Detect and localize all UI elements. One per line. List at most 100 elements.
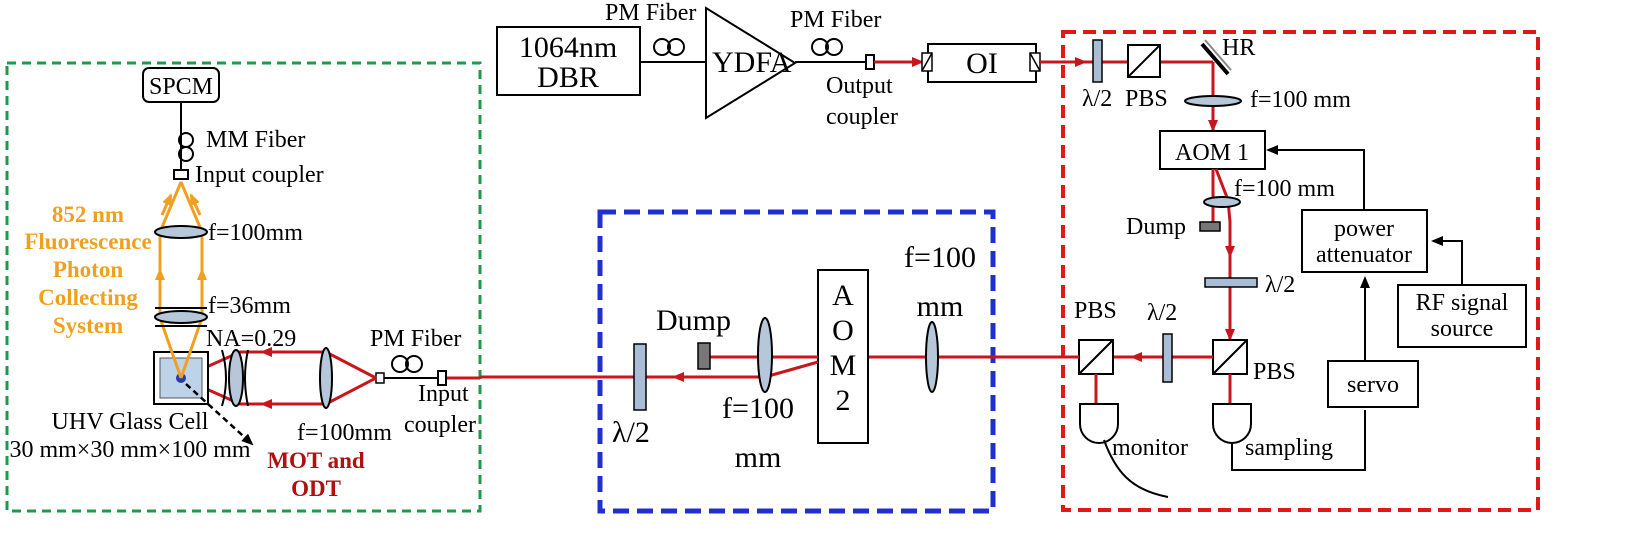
sampling-label: sampling — [1245, 435, 1333, 461]
dbr-laser-box: 1064nm DBR — [496, 26, 641, 96]
output-coupler — [865, 54, 875, 70]
aom2-label-a: A — [832, 279, 854, 312]
aom1-box: AOM 1 — [1159, 130, 1266, 170]
pm-fiber-label-1: PM Fiber — [605, 0, 696, 26]
aom2-label-o: O — [832, 314, 854, 347]
monitor-label: monitor — [1112, 435, 1188, 461]
ydfa-amplifier: YDFA — [705, 6, 797, 120]
beam-dump-blue — [697, 342, 711, 370]
fluorescence-collection-frame — [5, 61, 482, 513]
beam-collimator-upper — [181, 350, 377, 380]
beam-dump-red — [1199, 221, 1221, 232]
pm-fiber-loop-3 — [391, 355, 423, 373]
dbr-label-2: DBR — [537, 61, 599, 94]
pm-fiber-label-3: PM Fiber — [370, 326, 461, 352]
na-label: NA=0.29 — [206, 326, 296, 352]
pbs-left — [1078, 339, 1114, 375]
pbs-top — [1127, 44, 1161, 78]
high-na-objective — [221, 349, 249, 407]
aom1-label: AOM 1 — [1175, 140, 1249, 166]
fluorescence-label-1: 852 nm — [52, 202, 124, 227]
lens-f100-blue-top-label-1: f=100 — [904, 241, 976, 274]
power-control-frame — [1061, 30, 1540, 512]
rf-source-box: RF signal source — [1397, 284, 1527, 348]
half-wave-plate-red-low — [1162, 333, 1173, 383]
half-wave-plate-top — [1092, 39, 1103, 83]
sampling-to-servo-wire — [1231, 410, 1366, 471]
beam-aom2-first-order — [764, 360, 819, 379]
beam-aom1-first-order — [1214, 168, 1230, 201]
fluorescence-label-5: System — [53, 313, 123, 338]
output-coupler-label-2: coupler — [826, 104, 898, 130]
aom2-frame — [597, 209, 996, 514]
pm-fiber-loop-1 — [653, 38, 685, 56]
monitor-cable — [1103, 439, 1169, 498]
lens-f100-blue-top — [925, 321, 939, 393]
mot-label-2: ODT — [291, 476, 341, 501]
fiber-collimator — [375, 372, 385, 384]
aom2-box: A O M 2 — [817, 269, 869, 444]
input-coupler-low-label-1: Input — [418, 381, 469, 407]
monitor-detector — [1079, 403, 1119, 444]
uhv-cell-label-1: UHV Glass Cell — [52, 409, 209, 435]
lens-f100-blue-top-label-2: mm — [917, 290, 964, 323]
lens-f36-label: f=36mm — [208, 293, 291, 319]
pm-fiber-label-2: PM Fiber — [790, 7, 881, 33]
input-coupler-top — [173, 169, 189, 180]
power-attenuator-label-1: power — [1334, 216, 1394, 242]
dbr-label-1: 1064nm — [519, 31, 617, 64]
servo-box: servo — [1327, 360, 1419, 408]
dump-blue-label: Dump — [656, 304, 731, 337]
pbs-right — [1212, 339, 1248, 375]
optical-isolator: OI — [921, 43, 1041, 83]
lens-f36 — [154, 310, 208, 324]
fluorescence-label-3: Photon — [53, 257, 124, 282]
lens-f100-green-label: f=100mm — [208, 220, 303, 246]
hr-mirror — [1200, 42, 1230, 76]
pbs-right-label: PBS — [1253, 359, 1296, 385]
aom2-label-m: M — [830, 349, 857, 382]
half-wave-plate-blue — [633, 343, 647, 411]
lens-f100-green-low-label: f=100mm — [297, 420, 392, 446]
pbs-left-label: PBS — [1074, 298, 1117, 324]
input-coupler-low — [437, 370, 447, 386]
aom2-label-2: 2 — [836, 384, 851, 417]
lens-f100-blue-low-label-1: f=100 — [722, 392, 794, 425]
fluorescence-system-label: 852 nm Fluorescence Photon Collecting Sy… — [24, 202, 151, 338]
lens-f100-after-aom1 — [1203, 196, 1241, 208]
lens-f100-after-aom1-label: f=100 mm — [1234, 176, 1335, 202]
input-coupler-top-label: Input coupler — [195, 162, 324, 188]
beam-collimator-lower — [181, 376, 377, 406]
pbs-label-top: PBS — [1125, 86, 1168, 112]
input-coupler-low-label-2: coupler — [404, 412, 476, 438]
spcm-box: SPCM — [142, 67, 220, 103]
lens-f100-top — [1184, 95, 1242, 107]
rf-to-attenuator-wire — [1431, 236, 1463, 285]
power-attenuator-label-2: attenuator — [1316, 242, 1412, 268]
rf-source-label-1: RF signal — [1416, 290, 1509, 316]
servo-label: servo — [1347, 372, 1399, 398]
ydfa-label: YDFA — [712, 46, 792, 79]
mm-fiber-label: MM Fiber — [206, 127, 305, 153]
mm-fiber-loop — [178, 132, 194, 162]
hr-label: HR — [1222, 35, 1255, 61]
output-coupler-label-1: Output — [826, 73, 893, 99]
sampling-detector — [1212, 403, 1252, 444]
lens-f100-blue-low-label-2: mm — [735, 441, 782, 474]
pm-fiber-loop-2 — [811, 38, 843, 56]
half-wave-label-top: λ/2 — [1082, 86, 1112, 112]
half-wave-label-blue: λ/2 — [612, 416, 650, 449]
mot-label-1: MOT and — [267, 448, 365, 473]
lens-f100-green — [154, 225, 208, 239]
lens-f100-blue-low — [757, 317, 773, 393]
fluorescence-label-4: Collecting — [38, 285, 138, 310]
fluorescence-label-2: Fluorescence — [24, 229, 151, 254]
half-wave-plate-red-mid — [1204, 277, 1258, 288]
dump-red-label: Dump — [1126, 214, 1186, 240]
spcm-label: SPCM — [149, 74, 213, 100]
attenuator-to-aom1-wire — [1266, 145, 1365, 210]
half-wave-label-red-low: λ/2 — [1147, 300, 1177, 326]
oi-label: OI — [966, 47, 998, 80]
uhv-cell-label-2: 30 mm×30 mm×100 mm — [9, 437, 250, 463]
